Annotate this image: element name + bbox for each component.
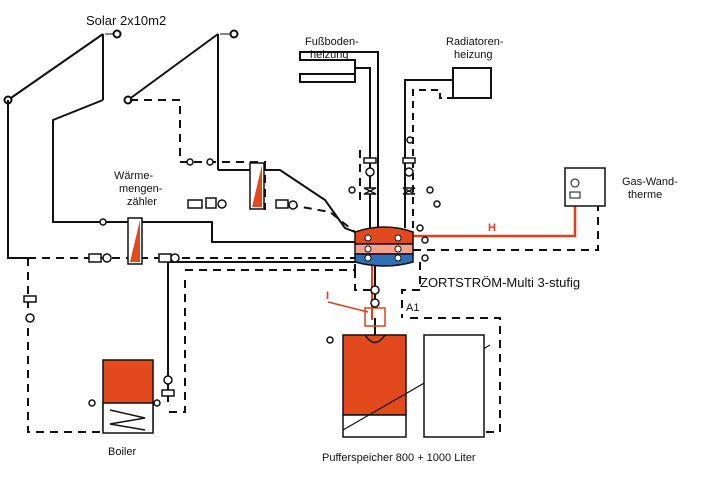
gas-supply-line bbox=[413, 200, 577, 238]
rad-valve-icon bbox=[402, 187, 416, 195]
pump-icon bbox=[217, 199, 227, 209]
rad-sensor-top-icon bbox=[406, 136, 414, 144]
gas-return-line bbox=[413, 205, 599, 251]
floor-heating-label-2: heizung bbox=[310, 49, 349, 61]
buffer-2-return bbox=[410, 317, 501, 433]
solar-collector-2 bbox=[123, 29, 239, 170]
solar-valve-icon bbox=[23, 295, 37, 303]
gas-boiler bbox=[564, 167, 606, 207]
i-fitting bbox=[364, 307, 386, 327]
i-marker: I bbox=[326, 290, 330, 302]
zortstroem-manifold bbox=[354, 226, 414, 267]
boiler-tank bbox=[102, 359, 154, 434]
collector-2-return bbox=[130, 99, 266, 210]
boiler-sensor-icon bbox=[88, 399, 96, 407]
radiator-label-1: Radiatoren- bbox=[446, 36, 504, 48]
buffer-tank-2 bbox=[423, 334, 485, 438]
a1-label: A1 bbox=[406, 302, 420, 314]
buffer-pump-icon bbox=[370, 285, 380, 295]
mid-return-line bbox=[185, 262, 356, 271]
gas-boiler-label-2: therme bbox=[628, 189, 663, 201]
radiator-label-2: heizung bbox=[454, 49, 493, 61]
i-pointer bbox=[327, 301, 369, 313]
sensor-icon bbox=[186, 158, 194, 166]
buffer-label: Pufferspeicher 800 + 1000 Liter bbox=[322, 452, 476, 464]
valve-icon bbox=[158, 253, 172, 263]
valve-icon bbox=[275, 199, 289, 209]
solar-flow-line bbox=[52, 99, 355, 243]
sensor-icon bbox=[421, 254, 429, 262]
buffer-tank-1 bbox=[342, 334, 491, 438]
pump-icon bbox=[102, 253, 112, 263]
solar-pump-icon bbox=[25, 313, 35, 323]
buffer-sensor-icon bbox=[326, 336, 334, 344]
sensor-icon bbox=[206, 158, 214, 166]
heat-meter-2 bbox=[127, 217, 143, 265]
fb-sensor-icon bbox=[348, 186, 356, 194]
meter-sensor-icon bbox=[187, 199, 203, 209]
sensor-icon bbox=[99, 218, 107, 226]
gas-boiler-label-1: Gas-Wand- bbox=[622, 176, 678, 188]
boiler-pump-icon bbox=[163, 375, 173, 385]
solar-label: Solar 2x10m2 bbox=[86, 13, 167, 28]
heat-meter-label-1: Wärme- bbox=[114, 170, 154, 182]
floor-heating-coil bbox=[299, 51, 379, 228]
boiler-dashed-return bbox=[168, 280, 186, 413]
rad-pump-icon bbox=[404, 167, 414, 177]
a1-line bbox=[401, 262, 421, 318]
radiator-flow bbox=[404, 79, 453, 228]
sensor-icon bbox=[421, 236, 429, 244]
h-marker: H bbox=[488, 222, 496, 234]
boiler-sensor-icon bbox=[153, 399, 161, 407]
buffer-pump-icon bbox=[370, 298, 380, 308]
meter-return-line bbox=[289, 204, 356, 233]
boiler-valve-icon bbox=[161, 389, 175, 397]
rad-check-icon bbox=[402, 157, 416, 164]
heat-meter-1 bbox=[249, 162, 265, 210]
pump-icon bbox=[170, 253, 180, 263]
heat-meter-label-2: mengen- bbox=[119, 183, 163, 195]
radiator-box bbox=[452, 67, 492, 99]
fb-valve-icon bbox=[363, 187, 377, 195]
solar-collector-1 bbox=[3, 29, 122, 105]
fb-check-icon bbox=[363, 157, 377, 164]
sensor-icon bbox=[416, 224, 424, 232]
zortstroem-label: ZORTSTRÖM-Multi 3-stufig bbox=[420, 275, 581, 290]
valve-icon bbox=[205, 197, 217, 209]
fb-pump-icon bbox=[365, 167, 375, 177]
solar-supply-line bbox=[7, 100, 28, 259]
heat-meter-label-3: zähler bbox=[127, 196, 157, 208]
rad-sensor-icon bbox=[426, 186, 434, 194]
boiler-label: Boiler bbox=[108, 446, 137, 458]
valve-icon bbox=[88, 253, 102, 263]
pump-icon bbox=[288, 200, 298, 210]
sensor-icon bbox=[433, 200, 441, 208]
floor-heating-label-1: Fußboden- bbox=[305, 36, 359, 48]
radiator-return bbox=[412, 89, 453, 228]
